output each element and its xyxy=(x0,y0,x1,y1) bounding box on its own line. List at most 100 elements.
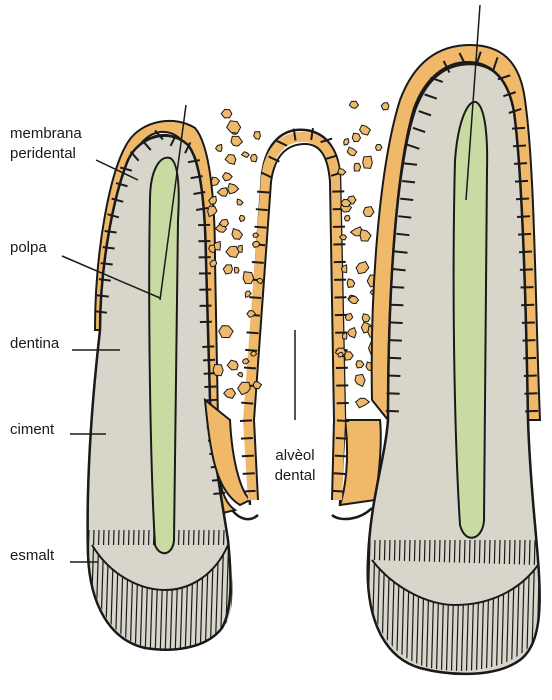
ligament-tick xyxy=(190,175,203,180)
ligament-tick xyxy=(187,159,200,164)
alveolar-socket xyxy=(203,100,397,521)
socket-bone-right xyxy=(338,419,382,507)
bone-particle xyxy=(337,167,347,176)
bone-particle xyxy=(252,381,263,390)
right-pulp xyxy=(452,100,489,539)
ligament-tick xyxy=(503,91,517,98)
ligament-tick xyxy=(513,162,528,165)
bone-particle xyxy=(362,155,373,169)
bone-particle xyxy=(225,245,240,259)
ligament-tick xyxy=(119,166,133,172)
bone-particle xyxy=(347,326,357,339)
ligament-tick xyxy=(203,372,216,375)
left-probe-line xyxy=(159,104,187,301)
bone-particle xyxy=(354,373,366,388)
ligament-tick xyxy=(142,140,152,151)
bone-particle xyxy=(224,153,237,165)
bone-particle xyxy=(218,325,234,339)
ligament-tick xyxy=(94,310,108,314)
ligament-tick xyxy=(394,250,408,254)
right-bone-layer xyxy=(370,43,542,423)
bone-particle xyxy=(338,234,348,241)
ligament-tick xyxy=(102,246,115,250)
ligament-tick xyxy=(204,385,217,389)
socket-septum-bone xyxy=(242,131,346,501)
ligament-tick xyxy=(243,366,256,370)
bone-particle xyxy=(220,108,233,119)
bone-particle xyxy=(241,357,250,365)
ligament-tick xyxy=(514,179,529,183)
ligament-tick xyxy=(260,171,273,179)
bone-particle xyxy=(223,387,237,399)
label-esmalt: esmalt xyxy=(10,547,55,564)
bone-particle xyxy=(237,371,244,378)
ligament-tick xyxy=(334,454,347,458)
ligament-tick xyxy=(98,278,111,282)
ligament-tick xyxy=(517,232,532,236)
bone-particle xyxy=(359,124,372,136)
bone-particle xyxy=(343,137,350,146)
ligament-tick xyxy=(184,142,192,154)
bone-particle xyxy=(351,132,362,143)
bone-particle xyxy=(237,381,251,396)
bone-particle xyxy=(207,205,218,218)
ligament-tick xyxy=(385,409,399,413)
bone-particle xyxy=(231,227,244,240)
leader-lines xyxy=(61,159,161,563)
ligament-tick xyxy=(202,345,215,348)
ligament-tick xyxy=(96,294,109,298)
enamel-hatch-line xyxy=(546,540,550,690)
bone-particle xyxy=(251,240,261,248)
bone-particle xyxy=(337,351,344,358)
label-alveol: alvèol xyxy=(275,447,315,464)
ligament-tick xyxy=(388,356,402,360)
ligament-tick xyxy=(239,419,253,423)
ligament-tick xyxy=(325,154,338,160)
bone-particle xyxy=(353,162,362,172)
bone-particle xyxy=(208,244,216,254)
enamel-hatch-line xyxy=(80,530,84,660)
ligament-tick xyxy=(240,437,253,440)
right-tooth xyxy=(366,4,550,690)
ligament-tick xyxy=(241,401,254,405)
bone-particle xyxy=(221,172,233,182)
bone-particle xyxy=(218,218,230,228)
bone-particle xyxy=(344,312,354,321)
bone-particle xyxy=(236,198,244,206)
ligament-tick xyxy=(424,93,438,100)
ligament-tick xyxy=(389,321,403,324)
left-tooth-outline xyxy=(86,134,232,651)
ligament-tick xyxy=(332,489,345,493)
ligament-tick xyxy=(242,472,255,475)
ligament-tick xyxy=(169,134,177,147)
bone-particle xyxy=(361,313,371,323)
ligament-tick xyxy=(458,52,467,66)
bone-particle xyxy=(249,350,258,357)
enamel-hatch-line xyxy=(540,540,541,671)
bone-particle xyxy=(355,261,370,275)
bone-particle xyxy=(230,135,244,147)
ligament-tick xyxy=(251,260,264,264)
label-ciment: ciment xyxy=(10,421,55,438)
ligament-tick xyxy=(512,144,527,148)
ligament-tick xyxy=(430,76,444,83)
spongy-bone-particles xyxy=(207,100,397,409)
bone-particle xyxy=(250,153,258,163)
enamel-hatch-line xyxy=(235,530,239,660)
ligament-tick xyxy=(243,489,256,493)
bone-particle xyxy=(340,198,352,208)
ligament-tick xyxy=(115,182,128,188)
bone-particle xyxy=(226,120,242,134)
bone-particle xyxy=(253,131,261,140)
bone-particle xyxy=(340,264,348,274)
bone-particle xyxy=(362,205,375,218)
ligament-tick xyxy=(402,179,416,184)
ligament-tick xyxy=(515,197,530,201)
bone-particle xyxy=(347,295,360,305)
label-membrana: membrana xyxy=(10,125,82,142)
right-tooth-outline xyxy=(366,62,541,676)
ligament-tick xyxy=(391,286,405,289)
bone-particle xyxy=(246,309,256,318)
bone-particle xyxy=(346,278,356,288)
